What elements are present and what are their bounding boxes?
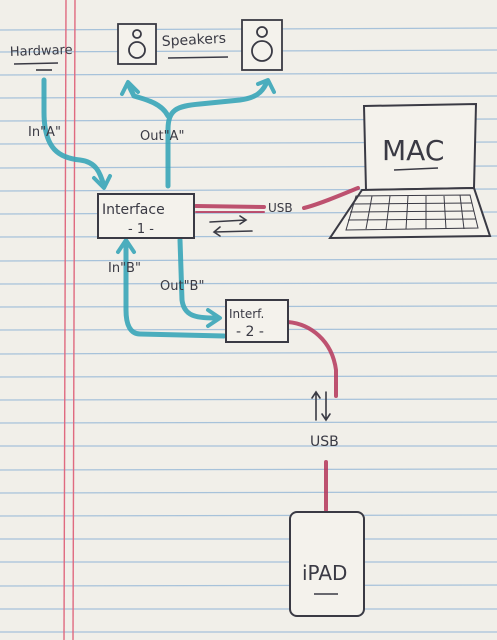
usb-line-bottom-a xyxy=(286,320,338,398)
speaker-right-woofer-icon xyxy=(251,40,273,62)
mac-laptop xyxy=(328,102,492,240)
in-b-label: In"B" xyxy=(108,261,141,276)
out-b-arrowhead xyxy=(206,308,222,328)
speakers-underline xyxy=(167,56,229,59)
mac-base xyxy=(328,186,492,240)
usb-bottom-label: USB xyxy=(310,434,339,450)
speaker-left xyxy=(117,23,157,65)
mac-keyboard-icon xyxy=(345,194,479,231)
out-a-line xyxy=(165,81,269,189)
interface-2-box xyxy=(225,299,289,343)
usb-line-top-b xyxy=(302,186,360,210)
data-flow-arrows xyxy=(209,215,331,422)
mac-title-underline xyxy=(393,167,439,171)
interface-1-name: Interface xyxy=(102,202,165,218)
ruled-lines xyxy=(0,27,497,633)
flow-arrow-top-right xyxy=(209,215,248,225)
mac-label: MAC xyxy=(382,134,444,167)
speaker-left-tweeter-icon xyxy=(132,29,142,39)
out-b-line xyxy=(177,237,217,321)
flow-arrow-up xyxy=(311,390,321,421)
speaker-left-woofer-icon xyxy=(128,41,146,59)
usb-top-label: USB xyxy=(268,201,293,215)
speaker-right-tweeter-icon xyxy=(256,26,268,38)
in-a-line xyxy=(41,77,107,189)
ipad-label: iPAD xyxy=(302,561,347,585)
in-a-label: In"A" xyxy=(28,125,61,140)
usb-line-top-a xyxy=(194,204,266,209)
interface-2-name: Interf. xyxy=(229,307,264,321)
usb-connections xyxy=(194,186,360,512)
speakers-label: Speakers xyxy=(161,31,226,50)
out-a-label: Out"A" xyxy=(140,129,184,144)
flow-arrow-top-left xyxy=(212,226,253,237)
audio-connections xyxy=(41,77,276,339)
hardware-label: Hardware xyxy=(10,43,73,60)
speaker-left-arrowhead xyxy=(120,80,140,96)
out-a-left-branch xyxy=(125,81,171,119)
hardware-underline xyxy=(13,62,59,65)
margin-lines xyxy=(63,0,76,640)
out-b-label: Out"B" xyxy=(160,279,204,294)
in-b-line xyxy=(123,243,227,339)
flow-arrow-down xyxy=(321,391,331,422)
speaker-right-arrowhead xyxy=(256,78,276,94)
in-b-arrowhead xyxy=(116,238,136,254)
interface-1-number: - 1 - xyxy=(128,222,154,237)
interface-2-number: - 2 - xyxy=(236,324,264,340)
in-a-arrowhead xyxy=(92,174,112,190)
speaker-right xyxy=(241,19,283,71)
ipad-device xyxy=(289,511,365,617)
interface-1-box xyxy=(97,193,195,239)
